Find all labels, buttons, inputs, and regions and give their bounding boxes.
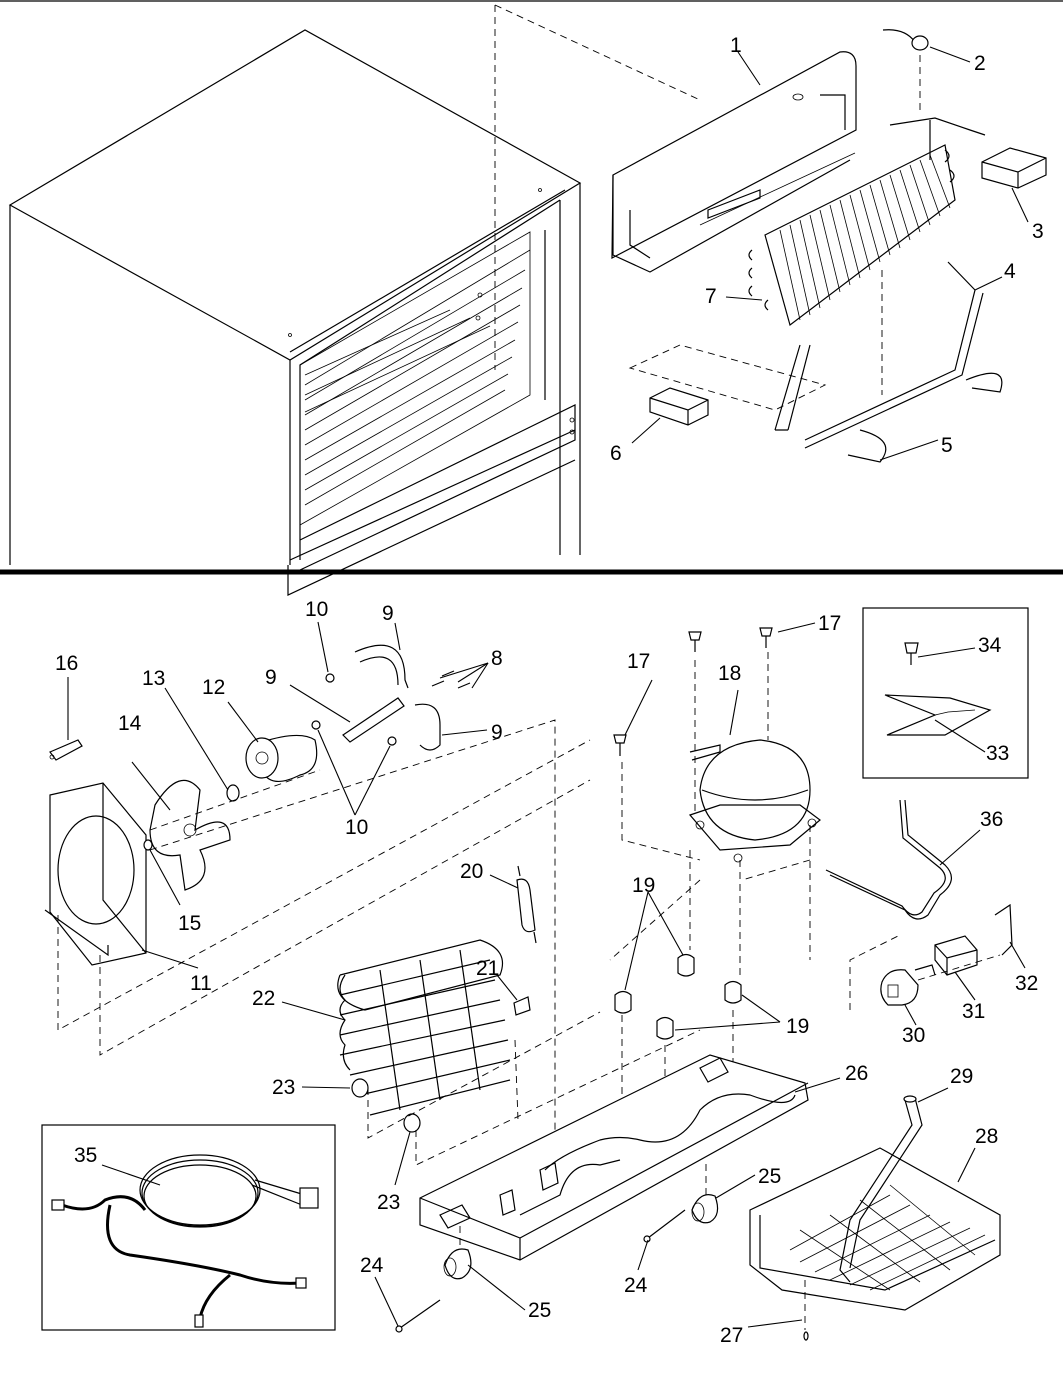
inset-wiring-harness bbox=[41, 1124, 336, 1331]
inset-bracket bbox=[862, 607, 1029, 779]
callout-33: 33 bbox=[986, 742, 1009, 765]
callout-9a: 9 bbox=[382, 602, 394, 625]
callout-11: 11 bbox=[190, 972, 212, 995]
callout-2: 2 bbox=[974, 52, 986, 75]
callout-8: 8 bbox=[491, 647, 503, 670]
callout-28: 28 bbox=[975, 1125, 998, 1148]
callout-17b: 17 bbox=[818, 612, 841, 635]
callout-6: 6 bbox=[610, 442, 622, 465]
callout-30: 30 bbox=[902, 1024, 925, 1047]
callout-3: 3 bbox=[1032, 220, 1044, 243]
callout-5: 5 bbox=[941, 434, 953, 457]
callout-22: 22 bbox=[252, 987, 275, 1010]
callout-14: 14 bbox=[118, 712, 142, 735]
callout-19b: 19 bbox=[786, 1015, 809, 1038]
callout-23b: 23 bbox=[377, 1191, 400, 1214]
callout-24b: 24 bbox=[624, 1274, 648, 1297]
relay-and-overload bbox=[825, 799, 1013, 1010]
callout-9b: 9 bbox=[265, 666, 277, 689]
callout-17a: 17 bbox=[627, 650, 650, 673]
leader-lines bbox=[67, 46, 1029, 1328]
evaporator-assembly bbox=[611, 29, 1047, 463]
callout-35: 35 bbox=[74, 1144, 97, 1167]
callout-36: 36 bbox=[980, 808, 1003, 831]
condenser-coil bbox=[337, 865, 701, 1166]
callout-23a: 23 bbox=[272, 1076, 295, 1099]
compressor-assembly bbox=[609, 627, 821, 1150]
cabinet-illustration bbox=[0, 0, 1063, 596]
callout-19a: 19 bbox=[632, 874, 655, 897]
callout-10a: 10 bbox=[305, 598, 328, 621]
callout-18: 18 bbox=[718, 662, 741, 685]
callout-26: 26 bbox=[845, 1062, 868, 1085]
callout-21: 21 bbox=[476, 957, 499, 980]
callout-labels: 1 2 3 4 5 6 7 8 9 9 9 10 10 11 12 13 14 … bbox=[55, 34, 1044, 1347]
callout-1: 1 bbox=[730, 34, 742, 57]
base-pan-assembly bbox=[395, 1054, 809, 1333]
callout-32: 32 bbox=[1015, 972, 1038, 995]
fan-motor-assembly bbox=[44, 644, 591, 1138]
callout-29: 29 bbox=[950, 1065, 973, 1088]
callout-20: 20 bbox=[460, 860, 483, 883]
callout-10b: 10 bbox=[345, 816, 368, 839]
callout-24a: 24 bbox=[360, 1254, 384, 1277]
callout-31: 31 bbox=[962, 1000, 985, 1023]
callout-9c: 9 bbox=[491, 721, 503, 744]
callout-27: 27 bbox=[720, 1324, 743, 1347]
callout-34: 34 bbox=[978, 634, 1002, 657]
callout-7: 7 bbox=[705, 285, 717, 308]
callout-25b: 25 bbox=[758, 1165, 781, 1188]
callout-13: 13 bbox=[142, 667, 165, 690]
callout-16: 16 bbox=[55, 652, 78, 675]
callout-25a: 25 bbox=[528, 1299, 551, 1322]
callout-15: 15 bbox=[178, 912, 201, 935]
drain-pan bbox=[749, 1095, 1001, 1341]
callout-12: 12 bbox=[202, 676, 225, 699]
callout-4: 4 bbox=[1004, 260, 1016, 283]
